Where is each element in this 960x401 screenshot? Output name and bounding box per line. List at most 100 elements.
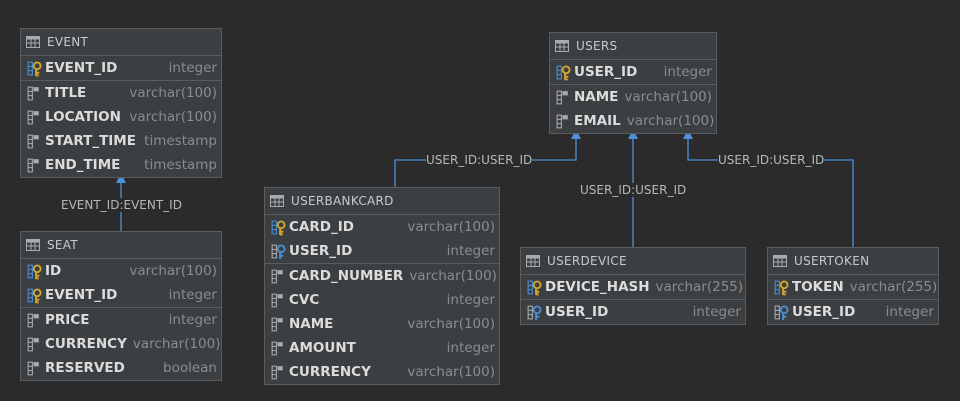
table-icon [25, 34, 41, 50]
column-type: varchar(100) [626, 113, 715, 129]
column-type: integer [168, 60, 217, 76]
table-icon [269, 193, 285, 209]
column-type: integer [446, 243, 495, 259]
key-section: CARD_ID varchar(100) USER_ID integer [265, 215, 499, 264]
table-header[interactable]: USERDEVICE [521, 248, 745, 275]
column-name: RESERVED [45, 360, 125, 376]
link-label-token-users: USER_ID:USER_ID [718, 153, 825, 167]
column-icon [270, 316, 287, 333]
column-icon [270, 268, 287, 285]
column-icon [555, 89, 572, 106]
table-icon [554, 38, 570, 54]
column-row[interactable]: NAME varchar(100) [550, 85, 716, 109]
column-name: LOCATION [45, 109, 121, 125]
column-icon [555, 113, 572, 130]
column-type: boolean [163, 360, 217, 376]
column-type: integer [446, 292, 495, 308]
column-name: ID [45, 263, 62, 279]
column-type: timestamp [144, 133, 217, 149]
column-type: varchar(255) [655, 279, 744, 295]
table-header[interactable]: USERBANKCARD [265, 188, 499, 215]
column-type: varchar(100) [624, 89, 713, 105]
column-type: varchar(100) [129, 85, 217, 101]
column-row[interactable]: EVENT_ID integer [21, 283, 221, 307]
column-name: NAME [574, 89, 619, 105]
column-row[interactable]: CARD_NUMBER varchar(100) [265, 264, 499, 288]
key-section: ID varchar(100) EVENT_ID integer [21, 259, 221, 308]
link-label-seat-event: EVENT_ID:EVENT_ID [61, 198, 182, 212]
column-icon [26, 85, 43, 102]
table-header[interactable]: EVENT [21, 29, 221, 56]
column-name: END_TIME [45, 157, 121, 173]
link-label-bankcard-users: USER_ID:USER_ID [426, 153, 533, 167]
primary-key-icon [555, 64, 572, 81]
column-name: USER_ID [545, 304, 609, 320]
column-name: NAME [289, 316, 334, 332]
column-type: varchar(100) [407, 364, 495, 380]
table-title: USERDEVICE [547, 254, 627, 268]
column-type: integer [446, 340, 495, 356]
column-row[interactable]: CURRENCY varchar(100) [21, 332, 221, 356]
column-type: varchar(100) [132, 336, 221, 352]
column-type: varchar(100) [129, 263, 217, 279]
table-header[interactable]: SEAT [21, 232, 221, 259]
column-name: CVC [289, 292, 320, 308]
column-row[interactable]: CVC integer [265, 288, 499, 312]
column-row[interactable]: END_TIME timestamp [21, 153, 221, 177]
column-name: USER_ID [289, 243, 353, 259]
primary-key-icon [26, 263, 43, 280]
column-row[interactable]: EVENT_ID integer [21, 56, 221, 80]
column-name: EVENT_ID [45, 60, 118, 76]
foreign-key-icon [270, 243, 287, 260]
column-type: timestamp [144, 157, 217, 173]
column-name: EVENT_ID [45, 287, 118, 303]
table-header[interactable]: USERTOKEN [768, 248, 938, 275]
column-name: PRICE [45, 312, 90, 328]
column-row[interactable]: RESERVED boolean [21, 356, 221, 380]
column-icon [26, 133, 43, 150]
column-type: varchar(100) [407, 219, 495, 235]
column-type: integer [168, 287, 217, 303]
table-title: USERBANKCARD [291, 194, 394, 208]
foreign-key-icon [526, 304, 543, 321]
column-row[interactable]: USER_ID integer [265, 239, 499, 263]
column-name: CURRENCY [45, 336, 127, 352]
link-label-device-users: USER_ID:USER_ID [580, 183, 687, 197]
column-icon [26, 157, 43, 174]
column-icon [26, 312, 43, 329]
column-row[interactable]: ID varchar(100) [21, 259, 221, 283]
primary-key-icon [773, 279, 790, 296]
column-row[interactable]: CURRENCY varchar(100) [265, 360, 499, 384]
column-row[interactable]: CARD_ID varchar(100) [265, 215, 499, 239]
column-name: CURRENCY [289, 364, 371, 380]
column-name: CARD_ID [289, 219, 354, 235]
table-header[interactable]: USERS [550, 33, 716, 60]
column-type: varchar(100) [409, 268, 497, 284]
key-section: EVENT_ID integer [21, 56, 221, 81]
column-name: CARD_NUMBER [289, 268, 404, 284]
